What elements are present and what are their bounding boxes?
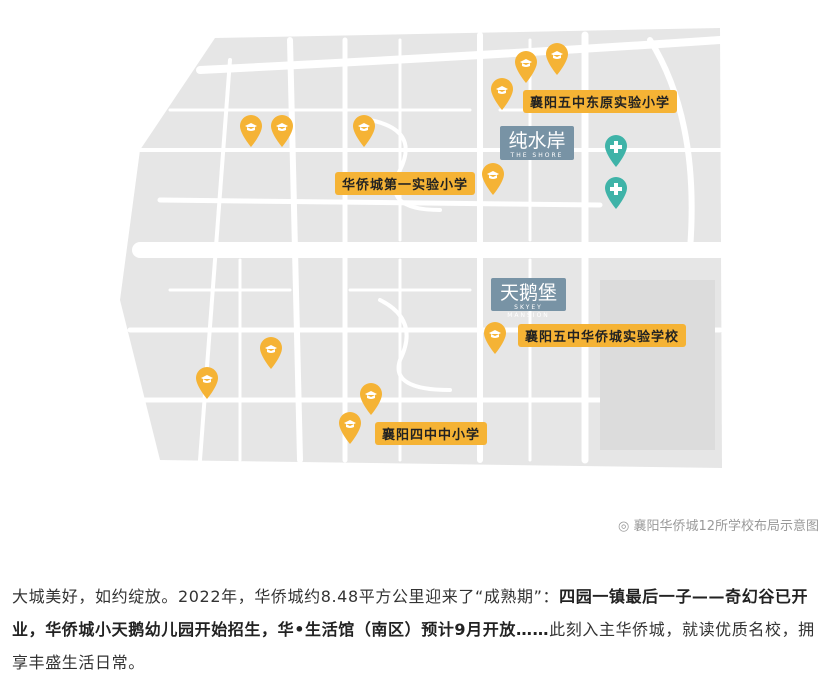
school-label: 襄阳五中华侨城实验学校	[518, 324, 687, 347]
school-pin-icon	[239, 114, 263, 148]
school-pin-icon	[490, 77, 514, 111]
school-label: 襄阳五中东原实验小学	[523, 90, 678, 113]
brand-en: SKYEY MANSION	[507, 304, 550, 319]
school-pin-icon	[195, 366, 219, 400]
paragraph-bold-text: 四园一镇最后一子——奇幻谷已开业，华侨城小天鹅幼儿园开始招生，华•生活馆（南区）…	[12, 587, 809, 639]
brand-the-shore: 纯水岸 THE SHORE	[500, 126, 574, 160]
school-pin-icon	[545, 42, 569, 76]
school-pin-icon	[483, 321, 507, 355]
school-pin-icon	[338, 411, 362, 445]
paragraph-text: 大城美好，如约绽放。2022年，华侨城约8.48平方公里迎来了“成熟期”：	[12, 587, 560, 606]
brand-en: THE SHORE	[510, 152, 564, 159]
school-pin-icon	[514, 50, 538, 84]
brand-skyey-mansion: 天鹅堡 SKYEY MANSION	[491, 278, 566, 319]
brand-cn: 天鹅堡	[499, 282, 557, 304]
caption-text: 襄阳华侨城12所学校布局示意图	[633, 519, 819, 534]
school-pin-icon	[352, 114, 376, 148]
paragraph-text: 此刻入主华侨城，就读优质名校，拥享丰盛生活日常。	[12, 620, 815, 672]
map-caption: ◎ 襄阳华侨城12所学校布局示意图	[618, 515, 819, 534]
article-paragraph: 大城美好，如约绽放。2022年，华侨城约8.48平方公里迎来了“成熟期”：四园一…	[12, 580, 820, 679]
brand-cn: 纯水岸	[508, 130, 566, 152]
school-pin-icon	[481, 162, 505, 196]
school-label: 襄阳四中中小学	[375, 422, 488, 445]
hospital-pin-icon	[604, 134, 628, 168]
school-label: 华侨城第一实验小学	[335, 172, 476, 195]
school-pin-icon	[270, 114, 294, 148]
school-layout-map: 纯水岸 THE SHORE 天鹅堡 SKYEY MANSION 襄阳五中东原实验…	[120, 28, 722, 468]
hospital-pin-icon	[604, 176, 628, 210]
school-pin-icon	[259, 336, 283, 370]
school-pin-icon	[359, 382, 383, 416]
copyright-circle-icon: ◎	[617, 519, 634, 534]
